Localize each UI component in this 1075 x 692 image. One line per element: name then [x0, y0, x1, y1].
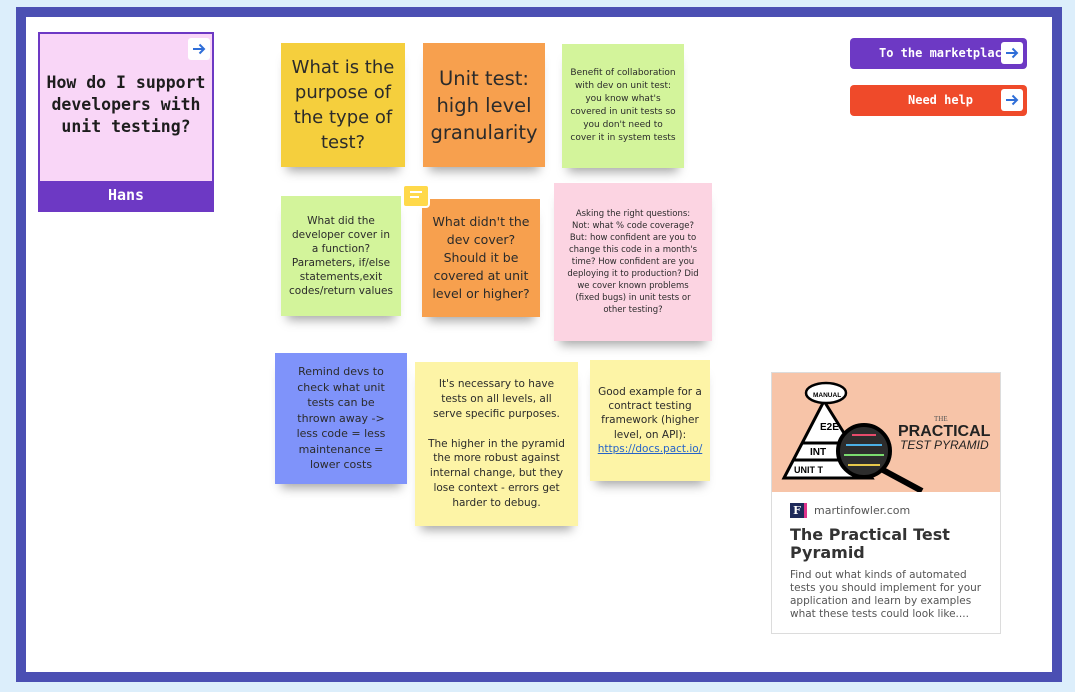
sticky-note-text: Good example for a contract testing fram…: [598, 385, 702, 441]
sticky-note[interactable]: Benefit of collaboration with dev on uni…: [562, 44, 684, 168]
sticky-note-text: What did the developer cover in a functi…: [289, 215, 393, 297]
link-preview-domain: martinfowler.com: [814, 504, 911, 517]
image-title-line1: PRACTICAL: [898, 423, 991, 440]
comment-icon[interactable]: [402, 184, 430, 208]
need-help-arrow-button[interactable]: [1001, 89, 1023, 111]
arrow-right-icon: [1006, 94, 1019, 106]
question-card-author: Hans: [40, 181, 212, 210]
open-card-button[interactable]: [188, 38, 210, 60]
need-help-button[interactable]: Need help: [850, 85, 1027, 116]
sticky-note-text: Unit test: high level granularity: [430, 66, 538, 144]
question-card-text: How do I support developers with unit te…: [46, 73, 206, 136]
sticky-note-text: What is the purpose of the type of test?: [291, 57, 395, 153]
marketplace-button-label: To the marketplace: [879, 46, 1010, 60]
sticky-note-text: What didn't the dev cover? Should it be …: [432, 214, 530, 301]
sticky-note[interactable]: Unit test: high level granularity: [423, 43, 545, 167]
sticky-note-text: It's necessary to have tests on all leve…: [428, 378, 565, 509]
link-preview-card[interactable]: E2E INT UNIT T MANUAL THE PRACTICAL TEST…: [771, 372, 1001, 634]
image-title-the: THE: [934, 415, 948, 423]
question-card[interactable]: How do I support developers with unit te…: [38, 32, 214, 212]
sticky-note-text: Remind devs to check what unit tests can…: [296, 365, 386, 472]
arrow-right-icon: [1006, 47, 1019, 59]
link-preview-image: E2E INT UNIT T MANUAL THE PRACTICAL TEST…: [772, 373, 1000, 492]
marketplace-arrow-button[interactable]: [1001, 42, 1023, 64]
pyramid-level-unit: UNIT T: [794, 465, 823, 475]
marketplace-button[interactable]: To the marketplace: [850, 38, 1027, 69]
sticky-note-link[interactable]: https://docs.pact.io/: [597, 442, 703, 455]
sticky-note[interactable]: It's necessary to have tests on all leve…: [415, 362, 578, 526]
link-preview-title: The Practical Test Pyramid: [790, 525, 950, 562]
pyramid-level-e2e: E2E: [820, 422, 839, 433]
sticky-note[interactable]: Good example for a contract testing fram…: [590, 360, 710, 481]
pyramid-cloud-label: MANUAL: [813, 392, 841, 399]
sticky-note-text: Asking the right questions: Not: what % …: [567, 209, 699, 315]
pyramid-level-int: INT: [810, 447, 826, 458]
need-help-button-label: Need help: [908, 93, 974, 107]
sticky-note[interactable]: What did the developer cover in a functi…: [281, 196, 401, 316]
link-preview-description: Find out what kinds of automated tests y…: [790, 569, 982, 620]
sticky-note[interactable]: Asking the right questions: Not: what % …: [554, 183, 712, 341]
arrow-right-icon: [193, 43, 206, 55]
sticky-note[interactable]: What is the purpose of the type of test?: [281, 43, 405, 167]
sticky-note-text: Benefit of collaboration with dev on uni…: [570, 68, 676, 143]
image-title-line2: TEST PYRAMID: [900, 438, 989, 452]
sticky-note[interactable]: Remind devs to check what unit tests can…: [275, 353, 407, 484]
site-favicon-icon: F: [790, 503, 807, 518]
sticky-note[interactable]: What didn't the dev cover? Should it be …: [422, 199, 540, 317]
